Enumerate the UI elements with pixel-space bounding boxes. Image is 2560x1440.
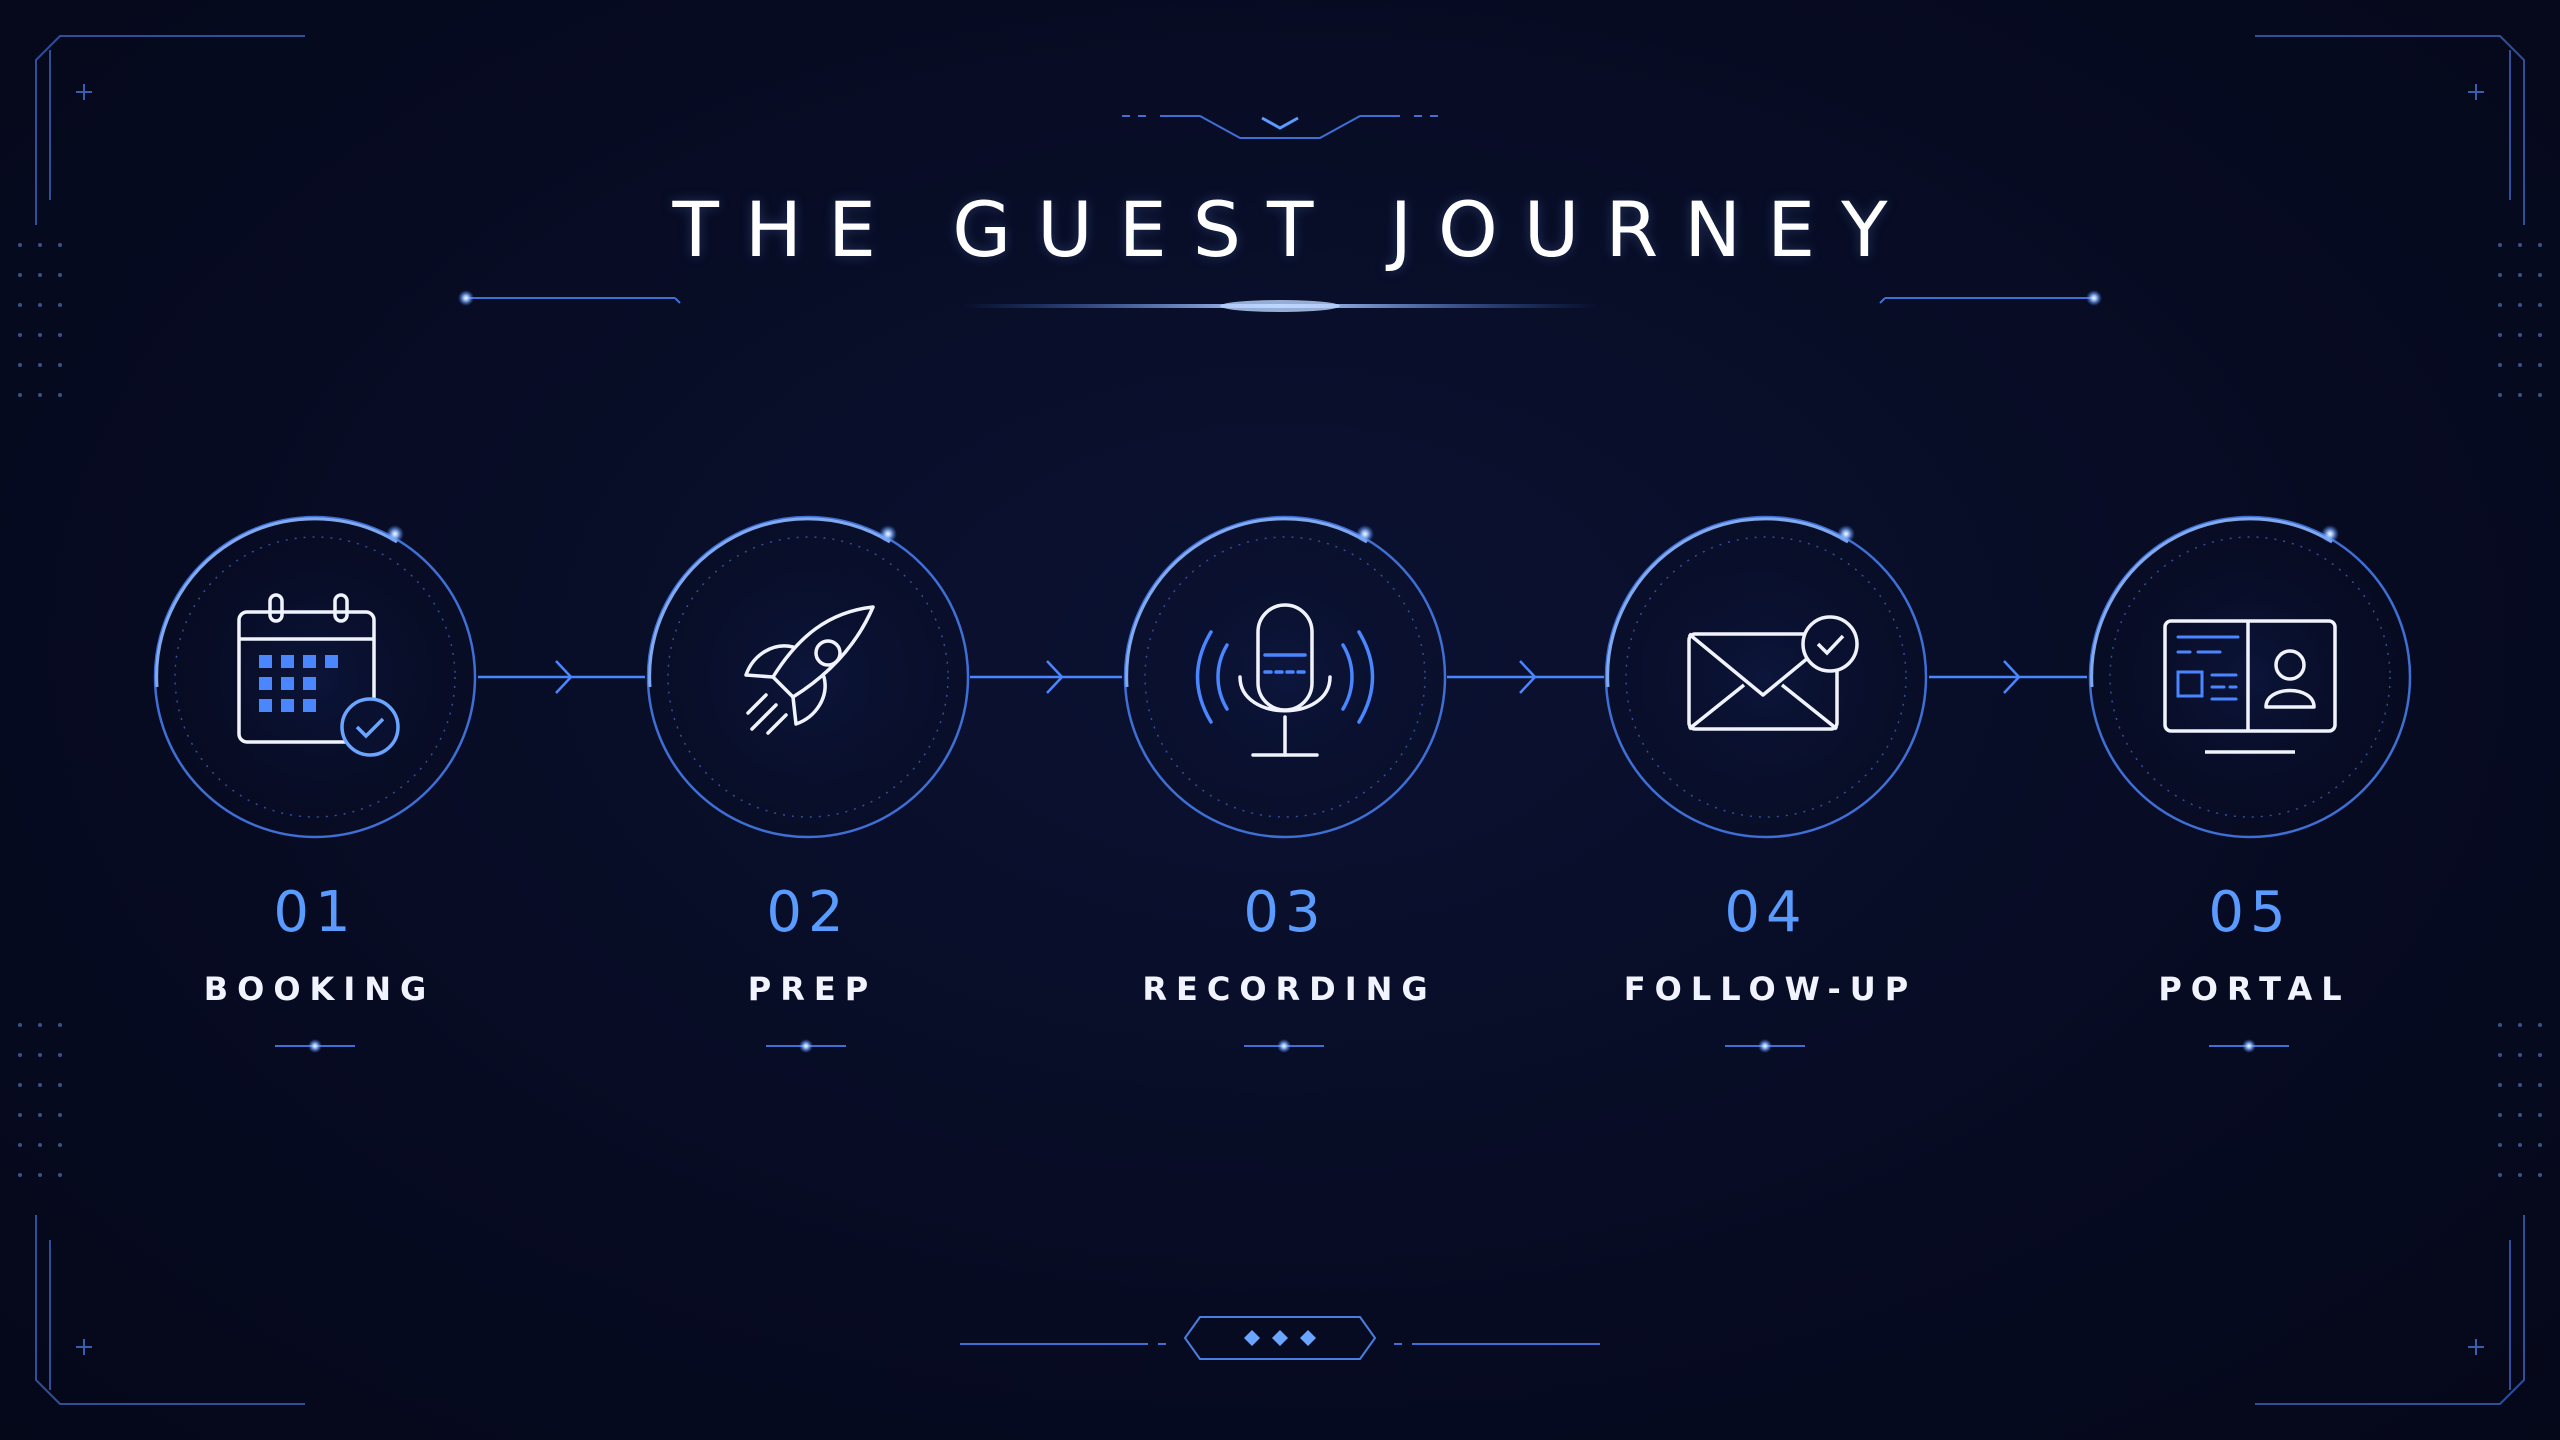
step-circle-recording [1123, 515, 1447, 839]
bottom-ornament [960, 1316, 1600, 1360]
corner-bracket-top-left [35, 35, 305, 225]
step-number: 03 [1243, 880, 1327, 945]
corner-bracket-bottom-right [2255, 1215, 2525, 1405]
connector-4-5 [1929, 660, 2087, 694]
step-number: 02 [766, 880, 850, 945]
rocket-icon [744, 605, 875, 735]
bottom-ornament-dots [1244, 1330, 1316, 1346]
label-marker-dots [308, 1039, 2256, 1053]
corner-bracket-top-right [2255, 35, 2525, 225]
step-label: PREP [747, 970, 878, 1008]
corner-bracket-bottom-left [35, 1215, 305, 1405]
calendar-check-icon [237, 593, 376, 744]
step-label: FOLLOW-UP [1623, 970, 1918, 1008]
top-ornament [1122, 115, 1438, 139]
step-circle-portal [2088, 515, 2412, 839]
connector-3-4 [1447, 660, 1604, 694]
step-number: 05 [2208, 880, 2292, 945]
connector-1-2 [478, 660, 645, 694]
connector-2-3 [970, 660, 1122, 694]
title-underline [458, 290, 2102, 312]
microphone-icon [1238, 603, 1332, 757]
step-label: PORTAL [2158, 970, 2351, 1008]
step-label: BOOKING [203, 970, 436, 1008]
step-circle-prep [646, 515, 970, 839]
step-circle-booking [153, 515, 477, 839]
step-circle-follow-up [1604, 515, 1928, 839]
step-number: 01 [273, 880, 357, 945]
side-dot-grid [18, 243, 2542, 1177]
step-number: 04 [1724, 880, 1808, 945]
plus-marks [76, 84, 2484, 1355]
step-label: RECORDING [1142, 970, 1437, 1008]
profile-portal-icon [2163, 619, 2337, 754]
page-title: THE GUEST JOURNEY [672, 185, 1914, 274]
